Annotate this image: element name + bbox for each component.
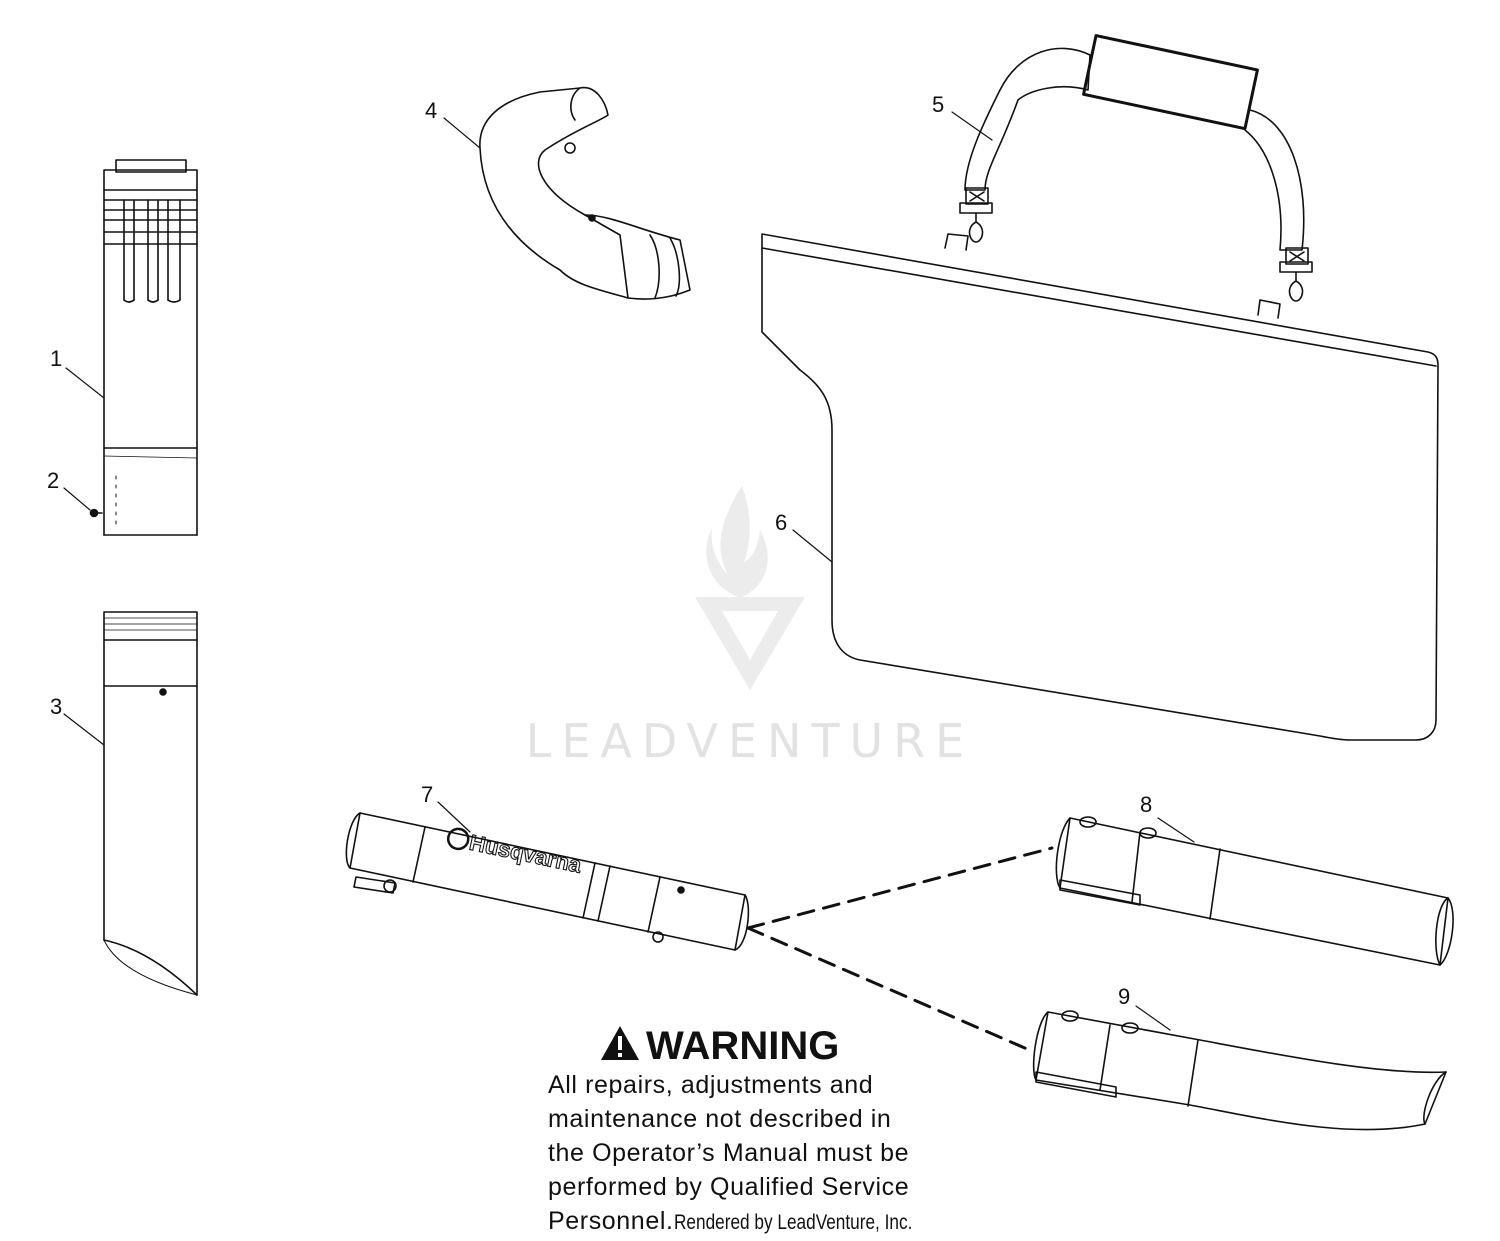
callout-4: 4 — [425, 98, 437, 123]
warning-line: maintenance not described in — [548, 1105, 892, 1133]
callout-9: 9 — [1118, 984, 1130, 1009]
part-5-strap — [959, 34, 1313, 302]
brand-logo: Husqvarna — [446, 827, 585, 878]
warning-line: performed by Qualified Service — [548, 1173, 910, 1201]
watermark: LEADVENTURE — [526, 486, 975, 768]
warning-title: WARNING — [600, 1024, 839, 1071]
part-7-tube — [345, 812, 750, 951]
warning-line-last: Personnel.Rendered by LeadVenture, Inc. — [548, 1204, 988, 1240]
part-3-tube — [103, 611, 198, 996]
watermark-v-icon — [695, 597, 805, 690]
watermark-text: LEADVENTURE — [526, 714, 975, 768]
callout-1: 1 — [50, 346, 62, 371]
watermark-flame-icon — [706, 486, 768, 598]
callout-5: 5 — [932, 92, 944, 117]
warning-triangle-icon — [600, 1025, 640, 1071]
brand-text: Husqvarna — [467, 830, 584, 878]
credit-text: Rendered by LeadVenture, Inc. — [673, 1211, 912, 1234]
callout-3: 3 — [50, 694, 62, 719]
part-8-nozzle — [1055, 816, 1454, 966]
warning-line: All repairs, adjustments and — [548, 1071, 874, 1099]
part-1-tube — [103, 159, 198, 536]
callout-numbers: 1 2 3 4 5 6 7 8 9 — [47, 92, 1152, 1009]
connection-lines — [746, 846, 1054, 1054]
warning-message: All repairs, adjustments and maintenance… — [548, 1068, 988, 1240]
callout-6: 6 — [775, 510, 787, 535]
callout-7: 7 — [421, 782, 433, 807]
leader-lines — [63, 111, 1195, 1031]
callout-2: 2 — [47, 468, 59, 493]
part-9-nozzle — [1032, 1010, 1447, 1131]
connection-line-to-8 — [746, 846, 1054, 930]
part-2-screw — [89, 508, 103, 518]
connection-line-to-9 — [746, 926, 1036, 1054]
part-6-bag — [761, 233, 1439, 741]
callout-8: 8 — [1140, 792, 1152, 817]
part-4-elbow — [479, 86, 691, 300]
warning-line: the Operator’s Manual must be — [548, 1139, 910, 1167]
